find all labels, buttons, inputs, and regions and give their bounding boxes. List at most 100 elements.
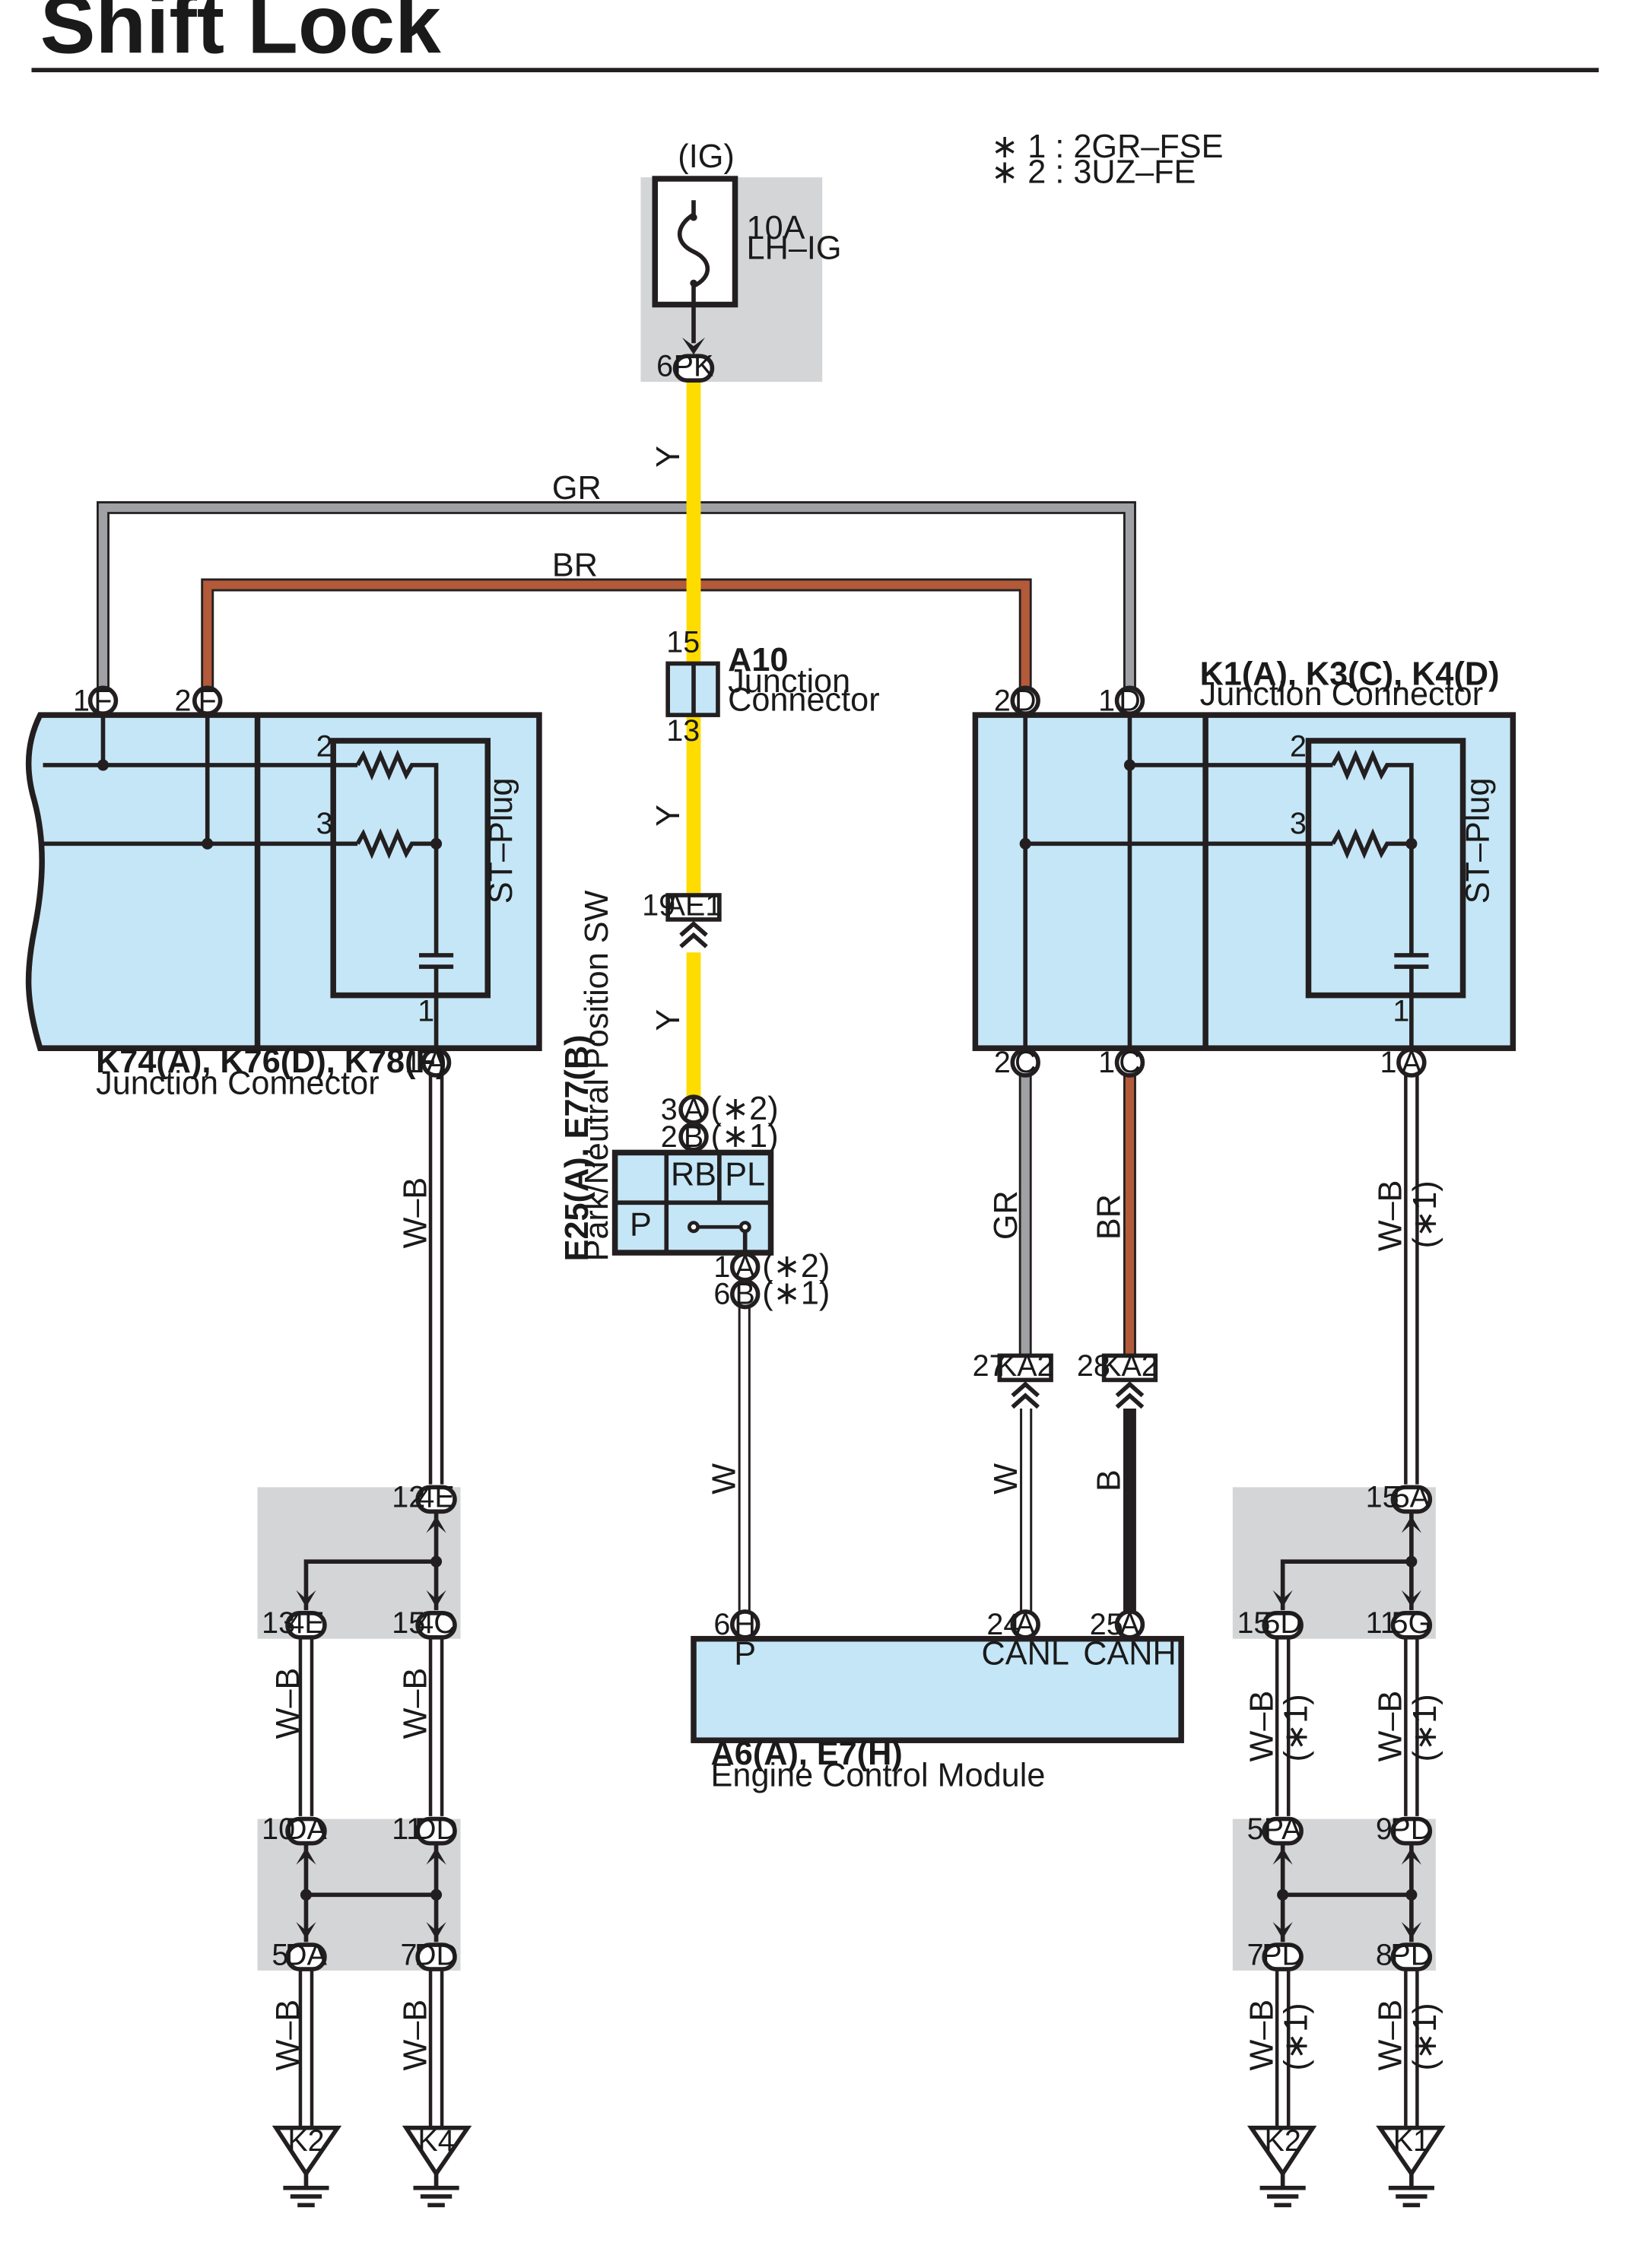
page-title: Shift Lock	[40, 0, 441, 71]
ae1-pin: 19	[642, 888, 675, 922]
lj-p11: 11	[392, 1812, 423, 1846]
lj-c5: DA	[285, 1938, 328, 1971]
ka2-left-pin: 27	[973, 1349, 1006, 1383]
jc-left-f2-pill	[192, 685, 223, 716]
jc-right-plug: ST–Plug	[1459, 777, 1496, 904]
jc-right-c2-pill	[1010, 1047, 1040, 1078]
ground-label-2: K4	[418, 2124, 454, 2158]
label-wb-r3: W–B	[1243, 2000, 1280, 2071]
label-star1-r2: (∗1)	[1407, 1694, 1443, 1761]
jc-right-d1-pill	[1114, 685, 1145, 716]
fuse-node-top	[690, 214, 697, 221]
ka2-left-chevrons	[1011, 1381, 1040, 1409]
label-star1-right-main: (∗1)	[1407, 1180, 1443, 1248]
jc-left-f2-pin: 2	[174, 684, 191, 717]
jc-right-c2-pin: 2	[994, 1046, 1011, 1079]
lj-c13: 4E	[287, 1606, 324, 1640]
ground-symbol-1	[272, 2125, 342, 2208]
label-b-canh: B	[1091, 1469, 1127, 1491]
lj-c12: 4E	[418, 1481, 454, 1514]
jc-right-d2-pill	[1010, 685, 1040, 716]
jc-left-plug: ST–Plug	[483, 777, 519, 904]
ecm-name: Engine Control Module	[711, 1757, 1046, 1793]
jc-left-stplug-frame	[330, 738, 491, 999]
label-wb-r2: W–B	[1373, 1691, 1409, 1762]
ecm-canl-pin: 24	[986, 1608, 1020, 1641]
jc-right-d2-pin: 2	[994, 684, 1011, 717]
pnp-pin3: 3	[661, 1093, 678, 1126]
jc-right-a-pill	[1396, 1047, 1427, 1078]
jc-right-c1-conn: C	[1119, 1046, 1141, 1079]
fuse-pin: 6	[656, 349, 673, 383]
label-w-canl: W	[988, 1463, 1024, 1495]
ecm-canl-conn: A	[1015, 1608, 1036, 1641]
rj-c15t: 5A	[1393, 1481, 1431, 1514]
jc-right-d1-pin: 1	[1098, 684, 1115, 717]
jc-right-code: K1(A), K3(C), K4(D)	[1200, 656, 1500, 693]
jc-left-f1-conn: F	[94, 684, 112, 717]
ground-label-4: K1	[1393, 2124, 1430, 2158]
rj-p8: 8	[1376, 1938, 1393, 1971]
rj-p15: 15	[1237, 1606, 1270, 1640]
pnp-switch	[688, 1221, 751, 1234]
ecm-p-pin: 6	[713, 1608, 730, 1641]
a10-pin-bottom: 13	[666, 714, 700, 748]
jc-right-internal	[1023, 715, 1429, 1049]
ecm-code: A6(A), E7(H)	[711, 1736, 903, 1772]
lj-p5: 5	[272, 1938, 288, 1971]
a10-code: A10	[728, 642, 788, 678]
label-gr-top: GR	[552, 470, 602, 507]
ae1-conn: AE1	[665, 888, 722, 922]
wire-br-top	[201, 578, 1032, 698]
label-br-canh: BR	[1091, 1194, 1127, 1240]
ground-label-1: K2	[287, 2124, 324, 2158]
label-wb-left-main: W–B	[397, 1177, 433, 1249]
lj-c15: 4C	[417, 1606, 455, 1640]
fuse-node-bottom	[690, 279, 697, 287]
jc-right-d2-conn: D	[1015, 684, 1037, 717]
ground-symbol-3	[1246, 2125, 1317, 2208]
pnp-conn1: A	[735, 1250, 756, 1284]
ecm-box	[691, 1635, 1184, 1743]
lj-p15: 15	[392, 1606, 425, 1640]
fuse-conn: PK	[674, 349, 714, 383]
jc-left-a-pin: 1	[405, 1046, 421, 1079]
pnp-conn2: B	[684, 1120, 703, 1154]
ground-symbol-4	[1376, 2125, 1446, 2208]
note-star2: ∗ 2 : 3UZ–FE	[991, 154, 1196, 191]
fuse-rating: 10A	[747, 210, 805, 246]
rj-p11: 11	[1366, 1606, 1397, 1640]
jc-right-a-conn: A	[1402, 1046, 1422, 1079]
lj-p10: 10	[262, 1812, 295, 1846]
wire-wb	[298, 1075, 1419, 2128]
rj-p9: 9	[1376, 1812, 1393, 1846]
jc-right-c1-pill	[1114, 1047, 1145, 1078]
jc-left-f1-pill	[87, 685, 119, 716]
ecm-term-p: P	[734, 1636, 756, 1672]
jc-right-dots	[1019, 759, 1418, 850]
label-br-top: BR	[552, 548, 598, 584]
fuse-element	[678, 200, 710, 303]
pnp-conn6: B	[735, 1278, 755, 1311]
lj-p12: 12	[392, 1481, 425, 1514]
jc-right-c2-conn: C	[1015, 1046, 1037, 1079]
ae1-chevrons	[679, 920, 708, 948]
pnp-note6: (∗1)	[762, 1275, 830, 1312]
rj-c8: PD	[1390, 1938, 1432, 1971]
jc-left-f1-pin: 1	[73, 684, 90, 717]
pnp-grid	[615, 1152, 771, 1253]
jc-left-inner3: 3	[316, 807, 333, 840]
pnp-note2: (∗1)	[711, 1118, 779, 1155]
lj-c11: DD	[414, 1812, 458, 1846]
jc-left-inner2: 2	[316, 730, 333, 764]
lj-c7: DD	[414, 1938, 458, 1971]
lj-p13: 13	[262, 1606, 295, 1640]
label-y-2: Y	[650, 805, 687, 827]
ka2-left-conn: KA2	[997, 1349, 1054, 1383]
ground-label-3: K2	[1265, 2124, 1301, 2158]
label-wb-l1: W–B	[270, 1668, 306, 1739]
a10-line1: Junction	[728, 663, 850, 700]
label-wb-r1: W–B	[1243, 1691, 1280, 1762]
jc-left-inner1: 1	[418, 994, 434, 1028]
ka2-right-box	[1101, 1353, 1158, 1383]
